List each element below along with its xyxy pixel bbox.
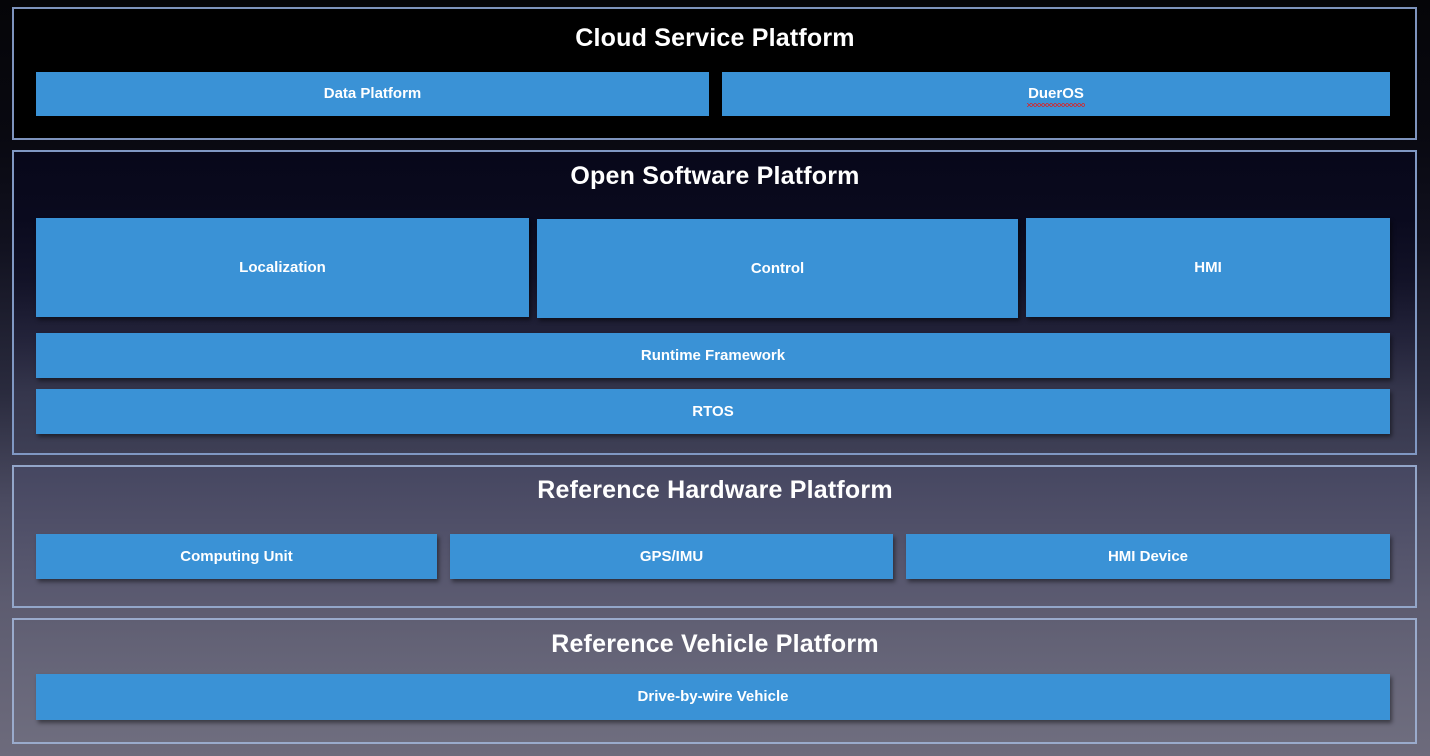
- block-label-runtime-framework: Runtime Framework: [640, 346, 786, 364]
- block-label-localization: Localization: [239, 258, 326, 276]
- panel-title-cloud-service-platform: Cloud Service Platform: [575, 24, 855, 52]
- block-hmi-device[interactable]: HMI Device: [906, 534, 1390, 579]
- block-label-gps-imu: GPS/IMU: [639, 547, 704, 565]
- panel-title-reference-hardware-platform: Reference Hardware Platform: [537, 476, 893, 504]
- panel-title-open-software-platform: Open Software Platform: [570, 162, 860, 190]
- block-label-data-platform: Data Platform: [323, 85, 422, 102]
- block-rtos[interactable]: RTOS: [36, 389, 1390, 434]
- block-data-platform[interactable]: Data Platform: [36, 72, 709, 116]
- block-computing-unit[interactable]: Computing Unit: [36, 534, 437, 579]
- block-localization[interactable]: Localization: [36, 218, 529, 317]
- block-label-rtos: RTOS: [692, 402, 734, 420]
- block-label-control: Control: [750, 259, 805, 277]
- block-dueros[interactable]: DuerOS: [722, 72, 1390, 116]
- block-label-hmi: HMI: [1194, 258, 1222, 276]
- block-control[interactable]: Control: [537, 219, 1018, 318]
- panel-title-reference-vehicle-platform: Reference Vehicle Platform: [551, 630, 879, 658]
- block-drive-by-wire-vehicle[interactable]: Drive-by-wire Vehicle: [36, 674, 1390, 720]
- block-label-hmi-device: HMI Device: [1107, 547, 1189, 565]
- block-label-dueros: DuerOS: [1027, 85, 1085, 107]
- block-label-computing-unit: Computing Unit: [180, 547, 293, 565]
- block-runtime-framework[interactable]: Runtime Framework: [36, 333, 1390, 378]
- block-label-drive-by-wire-vehicle: Drive-by-wire Vehicle: [637, 688, 789, 705]
- block-hmi[interactable]: HMI: [1026, 218, 1390, 317]
- block-gps-imu[interactable]: GPS/IMU: [450, 534, 893, 579]
